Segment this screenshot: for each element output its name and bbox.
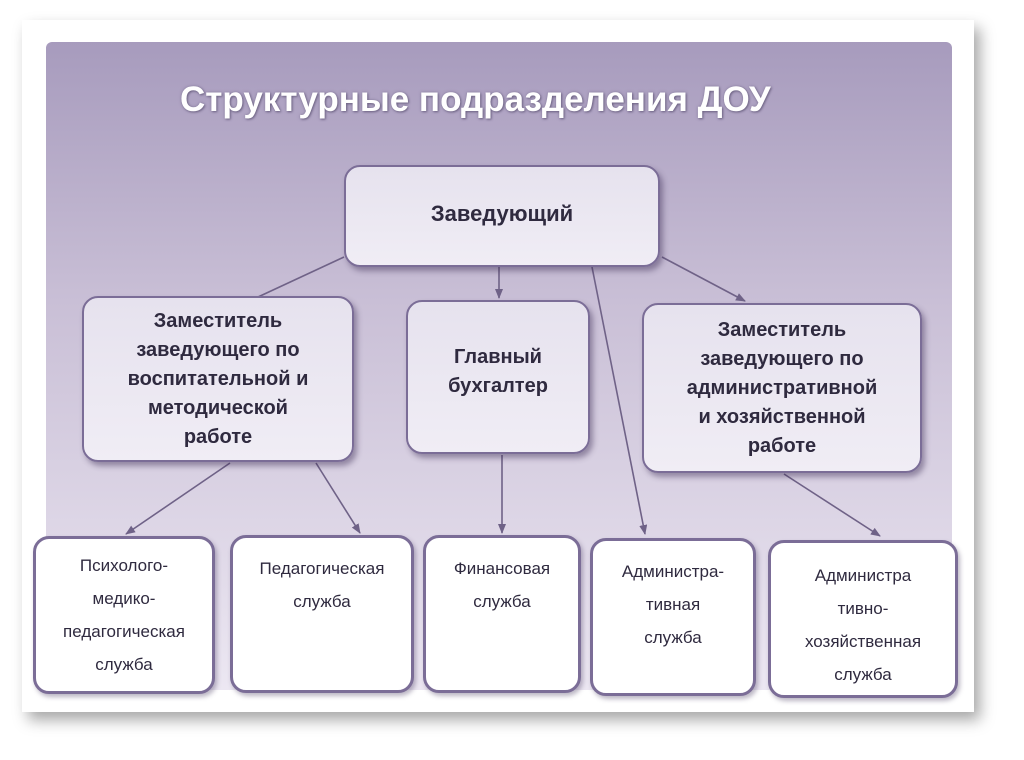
box-chief-accountant: Главный бухгалтер	[406, 300, 590, 454]
box-deputy-administration: Заместитель заведующего по административ…	[642, 303, 922, 473]
box-psych-service: Психолого- медико- педагогическая служба	[33, 536, 215, 694]
diagram-title: Структурные подразделения ДОУ	[180, 80, 771, 119]
box-admin-service: Администра- тивная служба	[590, 538, 756, 696]
box-admin-econ-service: Администра тивно- хозяйственная служба	[768, 540, 958, 698]
box-fin-service: Финансовая служба	[423, 535, 581, 693]
box-deputy-education: Заместитель заведующего по воспитательно…	[82, 296, 354, 462]
box-head: Заведующий	[344, 165, 660, 267]
box-ped-service: Педагогическая служба	[230, 535, 414, 693]
